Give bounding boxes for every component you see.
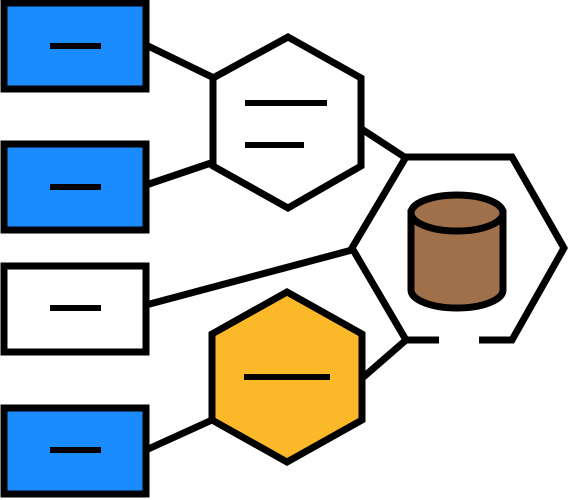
- edge-bottom-hexagon-to-hub: [357, 337, 409, 383]
- database-icon-body: [407, 209, 507, 312]
- edge-top-hexagon-to-hub: [358, 125, 408, 161]
- edge-box2-to-top-hexagon: [144, 158, 216, 189]
- hub-hexagon: [347, 153, 568, 344]
- edge-box3-to-hub: [145, 246, 353, 309]
- processor-hexagon-top: [209, 32, 365, 213]
- source-box-1: [0, 0, 150, 93]
- connectors: [144, 41, 409, 454]
- edge-box1-to-top-hexagon: [144, 41, 216, 82]
- database-icon-top: [407, 191, 507, 235]
- source-box-1-body: [0, 0, 150, 93]
- processor-hexagon-top-body: [209, 32, 365, 213]
- processor-hexagon-bottom: [208, 287, 366, 467]
- edge-box4-to-bottom-hexagon: [144, 416, 214, 454]
- source-box-3: [0, 262, 150, 356]
- source-box-2: [0, 140, 150, 234]
- source-box-4: [0, 404, 150, 498]
- database-icon: [407, 191, 507, 312]
